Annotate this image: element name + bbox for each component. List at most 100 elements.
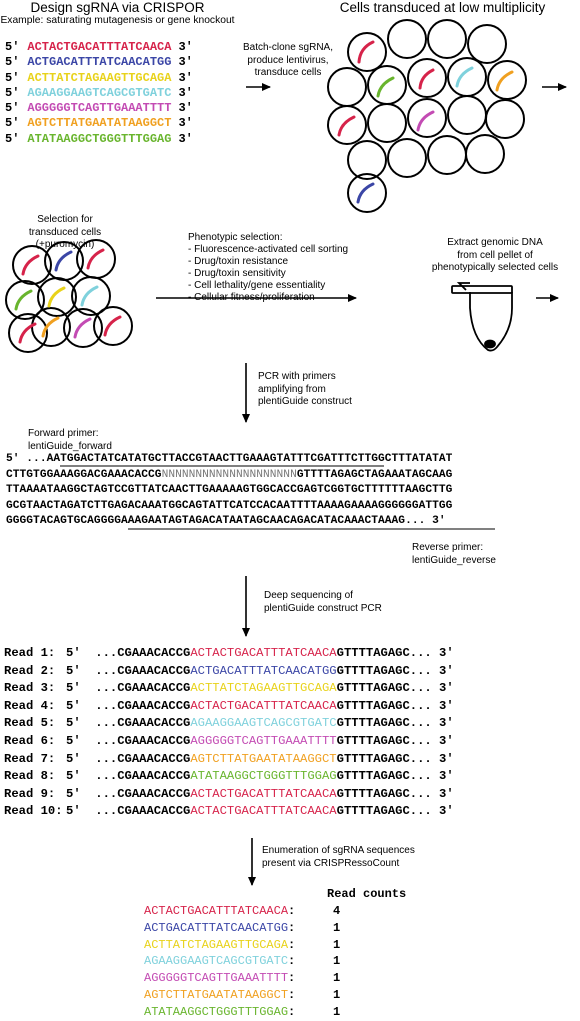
count-separator: : [288, 937, 296, 952]
read-label: Read 6: [4, 733, 56, 748]
count-value: 1 [333, 971, 341, 986]
read-suffix: GTTTTAGAGC... 3′ [336, 751, 454, 766]
count-sequence: ATATAAGGCTGGGTTTGGAG [144, 1004, 289, 1019]
read-label: Read 1: [4, 646, 56, 660]
read-prefix: 5′ ...CGAAACACCG [66, 663, 191, 678]
read-count-row: AGAAGGAAGTCAGCGTGATC:1 [144, 953, 340, 970]
read-label: Read 8: [4, 769, 56, 784]
batch-clone-line3: transduce cells [254, 67, 322, 78]
count-value: 1 [333, 937, 341, 952]
read-label: Read 9: [4, 786, 56, 801]
construct-line1: 5′ ...AATGGACTATCATATGCTTACCGTAACTTGAAAG… [6, 452, 452, 468]
read-count-row: ACTGACATTTATCAACATGG:1 [144, 920, 340, 937]
design-sequence: ATATAAGGCTGGGTTTGGAG [27, 131, 172, 146]
selection-line3: (+puromycin) [35, 239, 95, 250]
design-5prime: 5′ [5, 131, 20, 146]
reverse-primer-seq: GGGAAAGAATAGTAGACATAATAGCAACAGACATACAAAC… [100, 515, 406, 528]
enumeration-line1: Enumeration of sgRNA sequences [262, 845, 415, 856]
count-value: 1 [333, 987, 341, 1002]
read-label: Read 7: [4, 751, 56, 766]
design-sequence: AGGGGGTCAGTTGAAATTTT [27, 101, 172, 116]
forward-primer-seq: AATGGACTATCATATGCTTACCGTAACTTGAAAGTATTTC [46, 453, 318, 465]
read-sgrna-seq: ACTGACATTTATCAACATGG [190, 663, 337, 678]
read-sgrna-seq: ACTTATCTAGAAGTTGCAGA [190, 681, 337, 696]
enumeration-line2: present via CRISPRessoCount [262, 857, 400, 869]
read-prefix: 5′ ...CGAAACACCG [66, 804, 191, 819]
read-prefix: 5′ ...CGAAACACCG [66, 716, 191, 731]
read-suffix: GTTTTAGAGC... 3′ [336, 663, 454, 678]
batch-clone-line2: produce lentivirus, [247, 54, 329, 66]
construct-line2: CTTGTGGAAAGGACGAAACACCGNNNNNNNNNNNNNNNNN… [6, 468, 452, 484]
transduced-title: Cells transduced at low multiplicity [339, 0, 546, 15]
read-suffix: GTTTTAGAGC... 3′ [336, 646, 454, 660]
design-sequence: ACTACTGACATTTATCAACA [27, 40, 172, 54]
count-separator: : [288, 1004, 296, 1019]
read-suffix: GTTTTAGAGC... 3′ [336, 716, 454, 731]
cell-cluster-selected [5, 239, 133, 353]
deep-seq-line2: plentiGuide construct PCR [264, 602, 382, 614]
construct-line5: GGGGTACAGTGCAGGGGAAAGAATAGTAGACATAATAGCA… [6, 514, 452, 530]
design-5prime: 5′ [5, 85, 20, 100]
read-row: Read 3:5′ ...CGAAACACCGACTTATCTAGAAGTTGC… [4, 680, 454, 698]
read-prefix: 5′ ...CGAAACACCG [66, 733, 191, 748]
read-sgrna-seq: ACTACTGACATTTATCAACA [190, 698, 337, 713]
read-prefix: 5′ ...CGAAACACCG [66, 786, 191, 801]
design-5prime: 5′ [5, 55, 20, 70]
design-sequence: AGTCTTATGAATATAAGGCT [27, 116, 172, 131]
reverse-primer-line2: lentiGuide_reverse [412, 554, 496, 566]
cell-cluster-transduced [327, 19, 527, 213]
read-count-row: ACTTATCTAGAAGTTGCAGA:1 [144, 937, 340, 954]
design-3prime: 3′ [178, 55, 193, 70]
read-count-row: AGGGGGTCAGTTGAAATTTT:1 [144, 970, 340, 987]
design-subtitle: Example: saturating mutagenesis or gene … [0, 15, 235, 26]
design-5prime: 5′ [5, 40, 20, 54]
phenotypic-item: - Drug/toxin sensitivity [188, 268, 286, 279]
batch-clone-text: Batch-clone sgRNA, produce lentivirus, t… [228, 42, 348, 80]
read-prefix: 5′ ...CGAAACACCG [66, 646, 191, 660]
construct-5prime: 5′ ... [6, 453, 47, 465]
construct-sequence: 5′ ...AATGGACTATCATATGCTTACCGTAACTTGAAAG… [6, 452, 452, 530]
enumeration-text: Enumeration of sgRNA sequences present v… [262, 845, 415, 870]
read-sgrna-seq: ACTACTGACATTTATCAACA [190, 646, 337, 660]
read-sgrna-seq: AGGGGGTCAGTTGAAATTTT [190, 733, 337, 748]
pcr-line1: PCR with primers [258, 371, 336, 382]
extract-line1: Extract genomic DNA [447, 237, 543, 248]
read-sgrna-seq: ATATAAGGCTGGGTTTGGAG [190, 769, 337, 784]
design-sequence-row: 5′ ATATAAGGCTGGGTTTGGAG 3′ [5, 132, 193, 147]
construct-seq: GATTTCTTGGCTTTATATAT [317, 453, 453, 465]
count-separator: : [288, 987, 296, 1002]
construct-line3: TTAAAATAAGGCTAGTCCGTTATCAACTTGAAAAAGTGGC… [6, 484, 453, 497]
forward-primer-line1: Forward primer: [28, 428, 99, 439]
selection-text: Selection for transduced cells (+puromyc… [0, 214, 130, 252]
phenotypic-item: - Drug/toxin resistance [188, 256, 289, 267]
deep-seq-text: Deep sequencing of plentiGuide construct… [264, 590, 382, 615]
count-sequence: AGGGGGTCAGTTGAAATTTT [144, 971, 289, 986]
read-counts-header: Read counts [327, 887, 407, 901]
design-title: Design sgRNA via CRISPOR [30, 0, 205, 15]
read-row: Read 1: 5′ ...CGAAACACCGACTACTGACATTTATCA… [4, 645, 454, 663]
read-suffix: GTTTTAGAGC... 3′ [336, 786, 454, 801]
read-row: Read 4:5′ ...CGAAACACCGACTACTGACATTTATCA… [4, 698, 454, 716]
construct-line4: GCGTAACTAGATCTTGAGACAAATGGCAGTATTCATCCAC… [6, 499, 453, 512]
read-count-row: AGTCTTATGAATATAAGGCT:1 [144, 987, 340, 1004]
forward-primer-label: Forward primer: lentiGuide_forward [28, 428, 112, 453]
deep-seq-line1: Deep sequencing of [264, 590, 353, 601]
read-suffix: GTTTTAGAGC... 3′ [336, 804, 454, 819]
read-label: Read 5: [4, 716, 56, 731]
forward-primer-line2: lentiGuide_forward [28, 440, 112, 452]
construct-seq: GGGGTACAGTGCAG [6, 515, 101, 528]
read-label: Read 3: [4, 681, 56, 696]
pcr-text: PCR with primers amplifying from plentiG… [258, 371, 352, 409]
count-separator: : [288, 904, 296, 918]
design-5prime: 5′ [5, 116, 20, 131]
read-suffix: GTTTTAGAGC... 3′ [336, 769, 454, 784]
pcr-line3: plentiGuide construct [258, 396, 352, 407]
design-3prime: 3′ [178, 131, 193, 146]
tube-icon [451, 282, 513, 352]
